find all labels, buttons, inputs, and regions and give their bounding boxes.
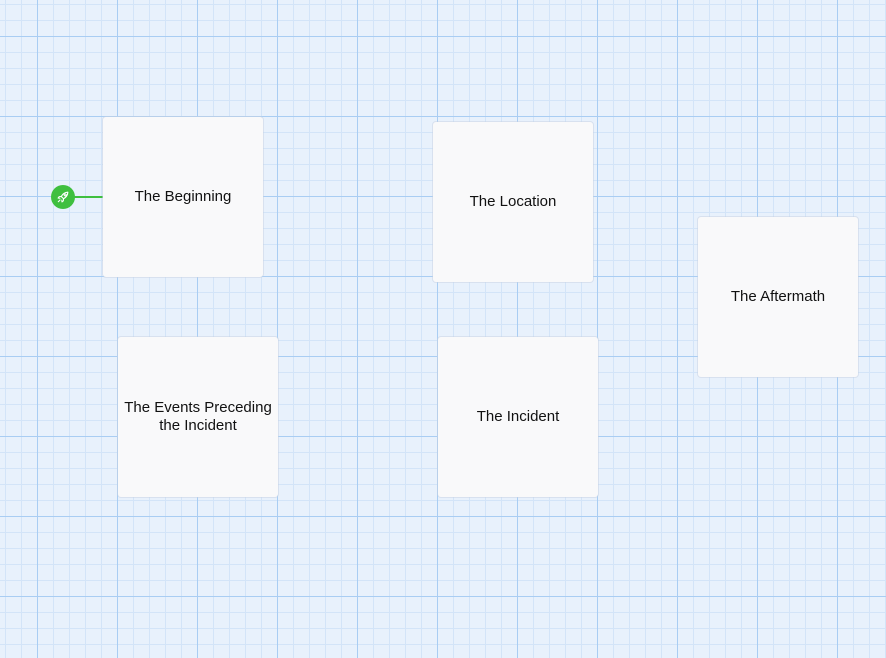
card-label: The Incident: [476, 408, 560, 425]
rocket-icon: [57, 191, 69, 203]
card-label: The Events Preceding the Incident: [124, 399, 272, 434]
card-label: The Beginning: [134, 188, 232, 205]
card-the-aftermath[interactable]: The Aftermath: [698, 217, 858, 377]
card-the-events-preceding-the-incident[interactable]: The Events Preceding the Incident: [118, 337, 278, 497]
start-node[interactable]: [51, 185, 75, 209]
card-the-beginning[interactable]: The Beginning: [103, 117, 263, 277]
card-label: The Location: [469, 193, 557, 210]
card-the-location[interactable]: The Location: [433, 122, 593, 282]
card-the-incident[interactable]: The Incident: [438, 337, 598, 497]
card-label: The Aftermath: [730, 288, 826, 305]
start-connector-line: [74, 196, 103, 198]
